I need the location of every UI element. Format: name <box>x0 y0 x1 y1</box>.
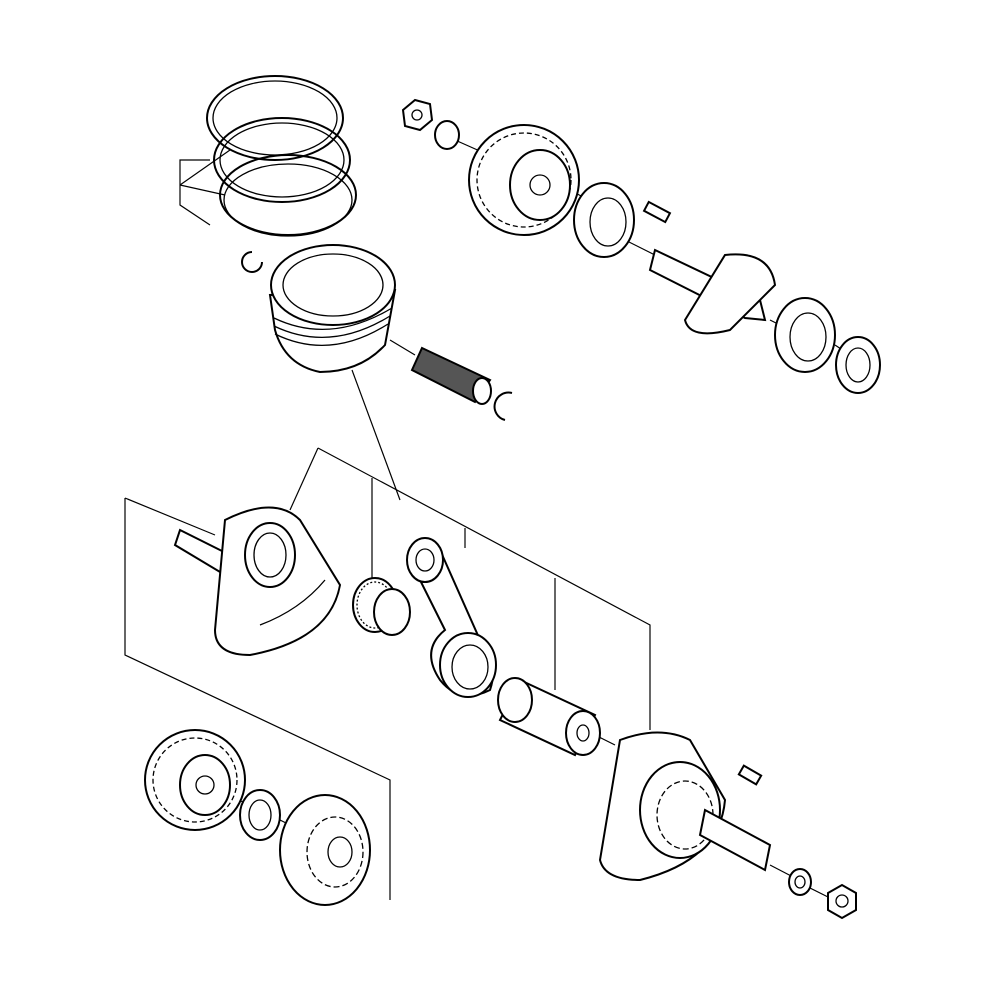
bottom-left-assembly <box>144 729 371 906</box>
piston-rings <box>206 75 357 237</box>
crank-pin <box>497 677 601 757</box>
bearing-top <box>573 182 635 258</box>
left-crank-group-line <box>124 498 391 900</box>
top-assembly <box>401 98 881 394</box>
washer-bottom-left <box>239 789 281 841</box>
right-crank-half <box>598 731 857 920</box>
bearing-right-top <box>774 297 836 373</box>
nut-bottom <box>827 883 857 920</box>
washer-right-top <box>835 336 881 394</box>
crank-web-top <box>683 253 777 335</box>
circlip-left-icon <box>241 251 263 273</box>
second-ring <box>213 117 351 203</box>
woodruff-key-bottom <box>737 764 763 786</box>
bearing-bottom-left <box>279 794 371 906</box>
woodruff-key-top <box>642 200 672 224</box>
right-crank-group-line <box>317 447 651 730</box>
piston-to-rod-line <box>351 369 401 501</box>
lock-washer-top <box>434 120 460 150</box>
piston-pin <box>410 346 492 405</box>
left-crank-half <box>173 506 342 657</box>
piston <box>268 244 397 374</box>
washer-bottom <box>788 868 812 896</box>
ring-set-bracket <box>179 159 211 226</box>
needle-bearing <box>352 577 411 636</box>
oil-ring <box>219 154 357 236</box>
circlip-right-icon <box>493 391 513 421</box>
nut-top <box>401 98 434 132</box>
connecting-rod <box>406 537 497 698</box>
